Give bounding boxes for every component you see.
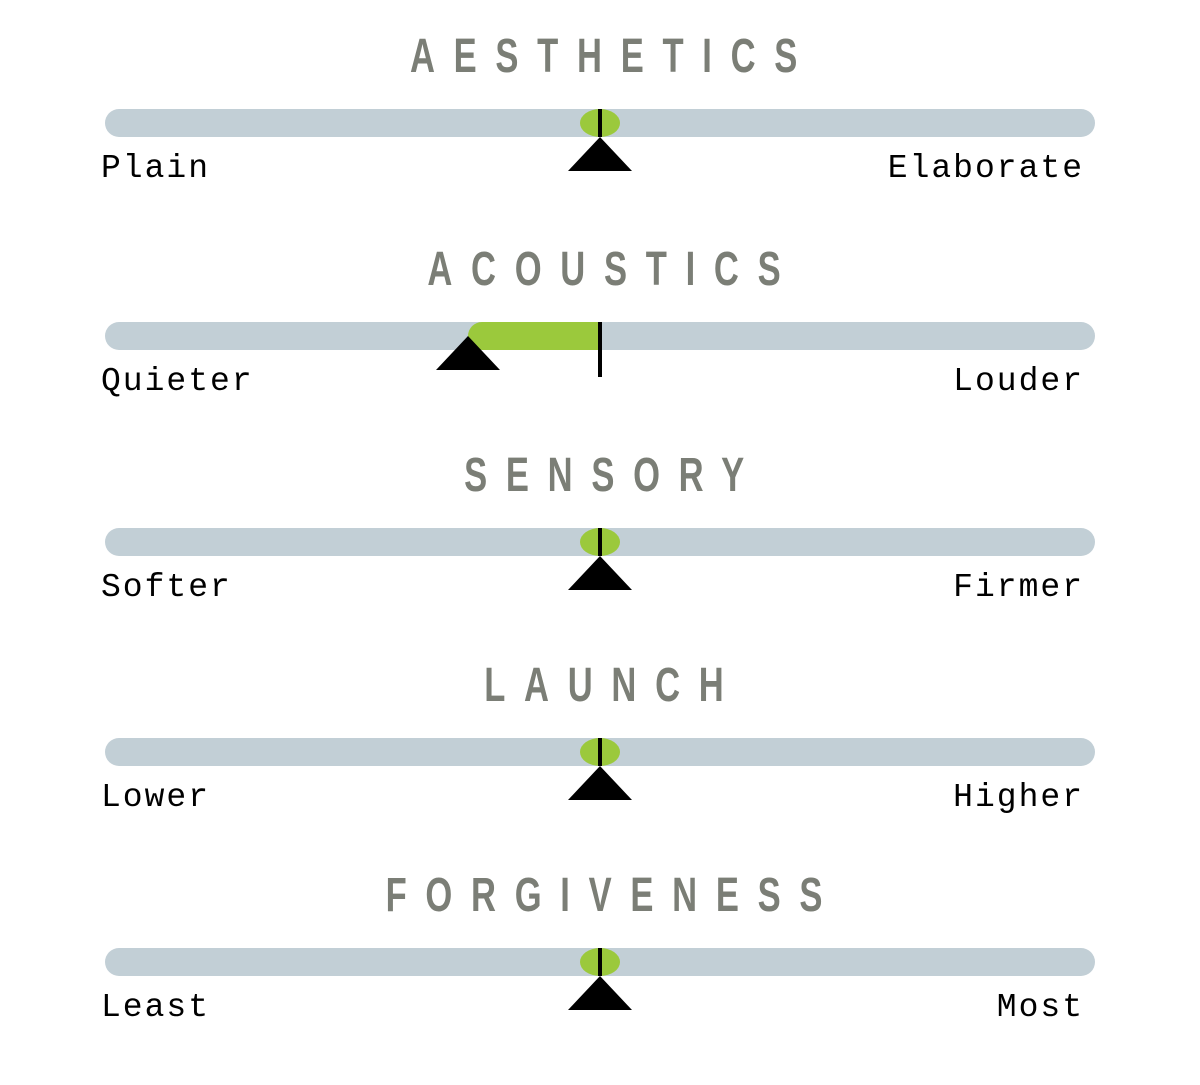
scale-title: ACOUSTICS (0, 243, 1200, 297)
slider-track[interactable] (105, 322, 1095, 377)
scale-title: SENSORY (0, 449, 1200, 503)
scale-launch: LAUNCH Lower Higher (0, 629, 1200, 839)
left-label: Quieter (101, 363, 254, 400)
slider-marker-triangle-icon[interactable] (568, 976, 632, 1010)
scale-title-text: FORGIVENESS (385, 869, 841, 922)
left-label: Lower (101, 779, 211, 816)
scale-acoustics: ACOUSTICS Quieter Louder (0, 213, 1200, 423)
slider-marker-triangle-icon[interactable] (568, 556, 632, 590)
right-label: Higher (953, 779, 1084, 816)
center-mark (598, 738, 602, 766)
right-label: Most (996, 989, 1084, 1026)
scale-title: AESTHETICS (0, 30, 1200, 84)
left-label: Plain (101, 150, 211, 187)
scale-title-text: ACOUSTICS (426, 243, 800, 296)
center-mark (598, 109, 602, 137)
slider-track[interactable] (105, 948, 1095, 976)
scale-title: LAUNCH (0, 659, 1200, 713)
scale-sensory: SENSORY Softer Firmer (0, 419, 1200, 629)
slider-marker-triangle-icon[interactable] (568, 137, 632, 171)
slider-track[interactable] (105, 738, 1095, 766)
left-label: Least (101, 989, 211, 1026)
center-mark (598, 948, 602, 976)
right-label: Elaborate (887, 150, 1084, 187)
scale-aesthetics: AESTHETICS Plain Elaborate (0, 0, 1200, 210)
slider-marker-triangle-icon[interactable] (568, 766, 632, 800)
scale-title: FORGIVENESS (0, 869, 1200, 923)
scale-title-text: LAUNCH (483, 659, 743, 712)
center-mark (598, 528, 602, 556)
right-label: Firmer (953, 569, 1084, 606)
scale-title-text: AESTHETICS (409, 30, 817, 83)
center-mark (598, 322, 602, 377)
slider-track[interactable] (105, 109, 1095, 137)
left-label: Softer (101, 569, 232, 606)
scale-title-text: SENSORY (463, 449, 763, 502)
scale-forgiveness: FORGIVENESS Least Most (0, 839, 1200, 1049)
right-label: Louder (953, 363, 1084, 400)
slider-track[interactable] (105, 528, 1095, 556)
slider-marker-triangle-icon[interactable] (436, 336, 501, 370)
